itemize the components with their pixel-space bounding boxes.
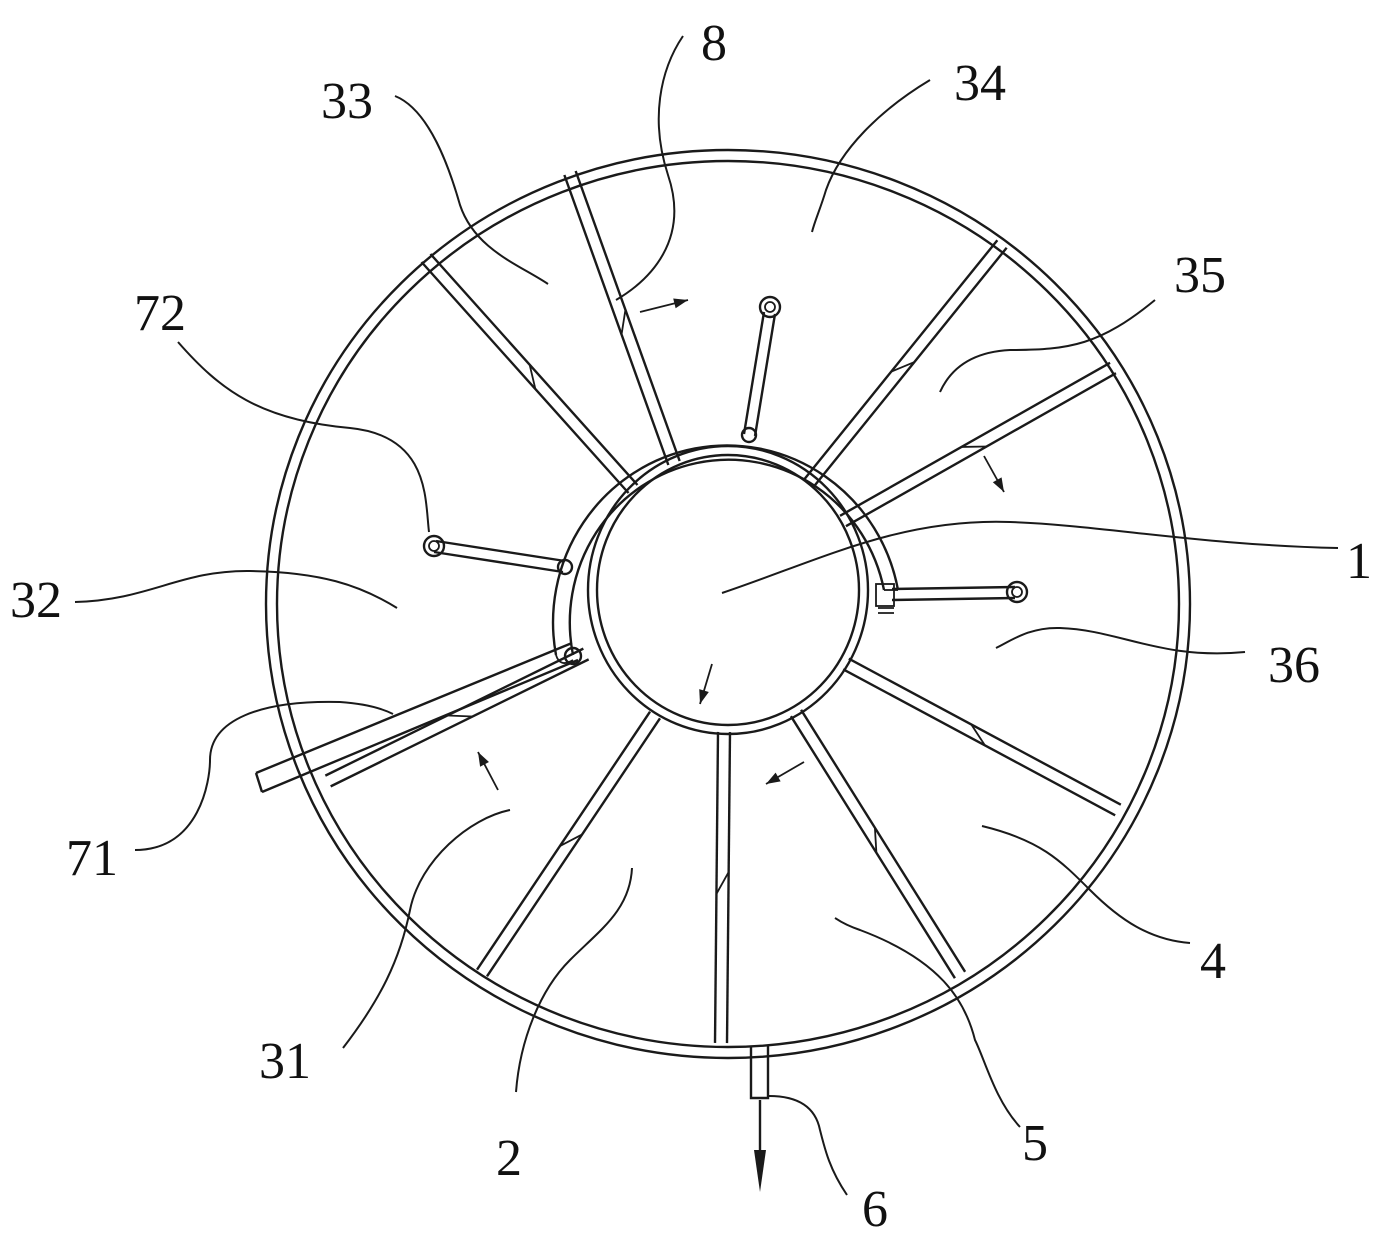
wall-4-face-b	[485, 717, 661, 978]
label-1: 1	[1346, 533, 1372, 590]
arc-channel	[551, 444, 900, 664]
wall-1-notch	[620, 309, 627, 335]
flow-arrows	[477, 298, 1005, 791]
label-35: 35	[1174, 247, 1226, 304]
inlet-pipe-71	[254, 641, 583, 794]
wall-2-face-a	[429, 253, 639, 486]
label-2: 2	[496, 1130, 522, 1187]
leader-lines	[74, 35, 1339, 1196]
wall-9-face-b	[803, 239, 999, 480]
label-31: 31	[259, 1033, 311, 1090]
partition-walls	[324, 170, 1122, 1044]
central-cylinder	[586, 444, 870, 736]
wall-8-face-a	[845, 372, 1117, 528]
wall-8-face-b	[839, 361, 1111, 517]
reference-numerals: 8 33 34 35 72 32 1 36 71 4 31 5 2 6	[10, 15, 1372, 1236]
wall-6-face-b	[800, 709, 967, 973]
branch-pipe-right	[891, 580, 1029, 604]
label-36: 36	[1268, 637, 1320, 694]
wall-6-notch	[873, 827, 878, 853]
branch-pipe-top	[740, 295, 782, 444]
flow-arrow-3-head	[699, 689, 709, 704]
flow-arrow-1-head	[673, 298, 688, 309]
wall-7-face-b	[848, 657, 1122, 806]
label-34: 34	[954, 55, 1006, 112]
wall-4-face-a	[476, 710, 652, 971]
outlet-pipe-6	[749, 1046, 770, 1192]
label-72: 72	[134, 285, 186, 342]
wall-7-notch	[970, 723, 986, 746]
label-33: 33	[321, 73, 373, 130]
wall-5-face-a	[713, 731, 720, 1043]
label-32: 32	[10, 572, 62, 629]
label-71: 71	[66, 830, 118, 887]
wall-6-face-a	[789, 715, 956, 979]
wall-9-notch	[890, 361, 915, 373]
wall-3-face-b	[330, 658, 590, 788]
wall-9-face-a	[812, 247, 1008, 488]
label-6: 6	[862, 1181, 888, 1236]
outer-ring	[264, 148, 1192, 1060]
wall-2-notch	[528, 364, 537, 390]
wall-3-notch	[447, 714, 473, 718]
wall-5-face-b	[725, 732, 732, 1044]
wall-5-notch	[715, 871, 730, 895]
flow-arrow-2-head	[992, 477, 1004, 492]
flow-arrow-5-head	[478, 752, 489, 767]
flow-arrow-4-head	[766, 772, 781, 784]
label-4: 4	[1200, 933, 1226, 990]
wall-2-face-b	[420, 261, 630, 494]
branch-pipe-72	[422, 534, 574, 576]
wall-1-face-b	[563, 174, 670, 466]
wall-4-notch	[559, 833, 583, 847]
wall-1-face-a	[574, 170, 681, 462]
wall-7-face-a	[842, 668, 1116, 817]
label-8: 8	[701, 15, 727, 72]
label-5: 5	[1022, 1115, 1048, 1172]
